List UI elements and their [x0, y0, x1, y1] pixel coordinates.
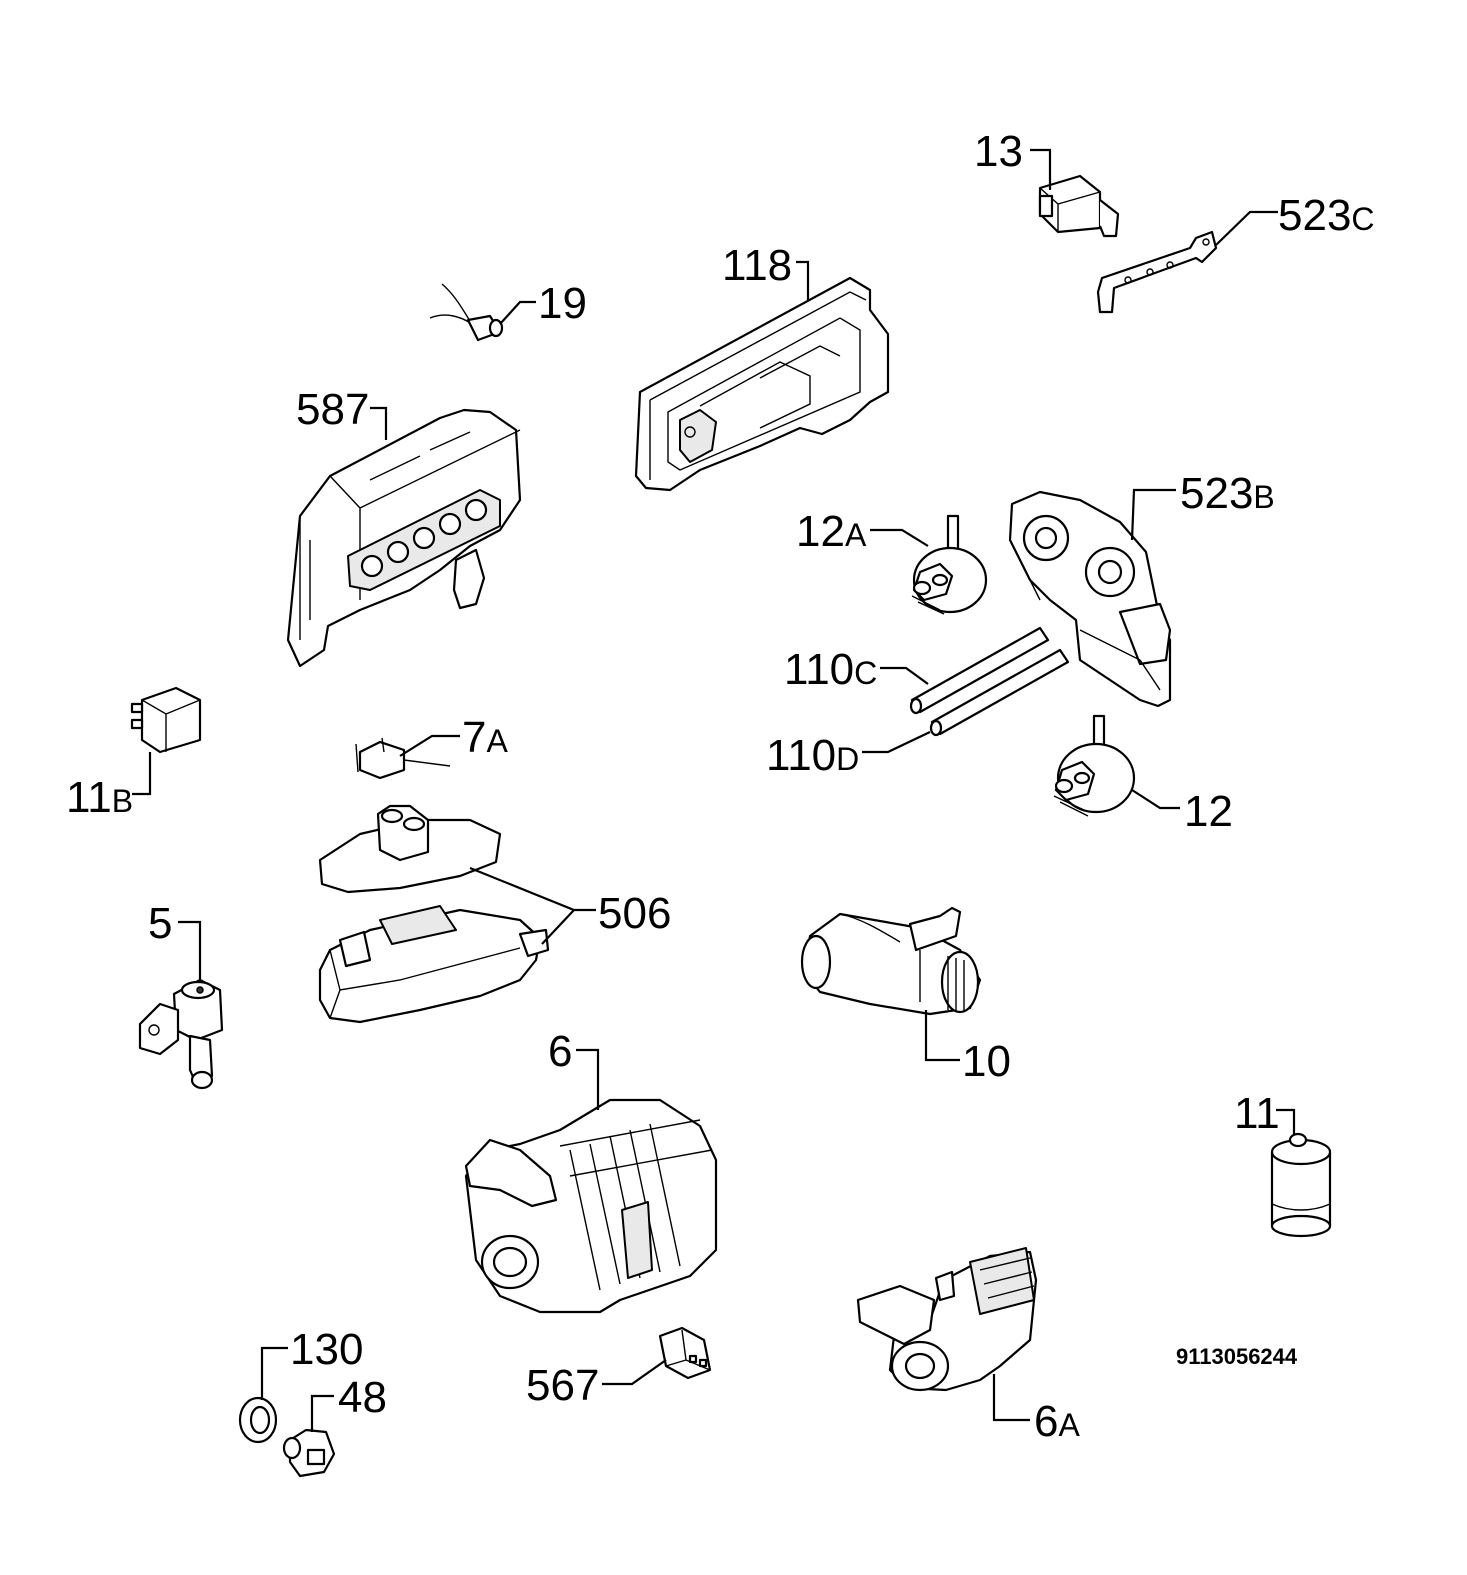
leader-19 — [499, 300, 536, 325]
label-7a: 7A — [462, 713, 508, 762]
leader-110d — [862, 731, 931, 754]
label-11: 11 — [1234, 1089, 1280, 1138]
part-7a-clip — [355, 737, 451, 780]
label-12a: 12A — [796, 507, 867, 556]
leader-6a — [992, 1374, 1030, 1422]
part-523c-bracket — [1096, 230, 1218, 314]
document-number: 9113056244 — [1176, 1344, 1298, 1369]
label-110d: 110D — [766, 731, 860, 780]
leader-5 — [178, 920, 202, 982]
label-130: 130 — [290, 1325, 364, 1374]
part-13-switch — [1038, 174, 1120, 238]
label-523c: 523C — [1278, 191, 1375, 240]
part-5-inlet-valve — [138, 978, 224, 1090]
label-110c: 110C — [784, 645, 878, 694]
part-11-capacitor — [1270, 1132, 1332, 1238]
label-10: 10 — [962, 1037, 1011, 1086]
part-130-seal — [238, 1396, 278, 1444]
label-12: 12 — [1184, 787, 1233, 836]
label-506: 506 — [598, 889, 672, 938]
leader-13 — [1030, 148, 1052, 190]
leader-6 — [576, 1048, 600, 1110]
part-110d-hose — [929, 648, 1070, 737]
leader-12a — [870, 528, 929, 547]
part-6a-drain-pump — [856, 1247, 1038, 1392]
part-523b-bracket — [1008, 490, 1172, 708]
leader-587 — [370, 406, 388, 440]
part-6-circulation-pump — [464, 1098, 718, 1314]
leader-523b — [1130, 488, 1176, 541]
leader-12 — [1131, 789, 1180, 810]
part-118-display-board — [634, 276, 890, 492]
label-5: 5 — [148, 899, 173, 948]
leader-10 — [924, 1010, 960, 1062]
leader-7a — [399, 734, 460, 757]
part-19-sensor — [429, 283, 504, 342]
label-567: 567 — [526, 1361, 600, 1410]
label-19: 19 — [538, 279, 587, 328]
leader-110c — [880, 666, 929, 685]
label-13: 13 — [974, 127, 1023, 176]
part-10-heater — [800, 906, 982, 1016]
leader-48 — [310, 1394, 334, 1432]
leader-523c — [1215, 210, 1278, 246]
label-523b: 523B — [1180, 469, 1275, 518]
label-6: 6 — [548, 1027, 573, 1076]
label-6a: 6A — [1034, 1397, 1080, 1446]
part-11b-relay — [130, 686, 202, 754]
label-11b: 11B — [66, 773, 134, 822]
label-118: 118 — [722, 241, 793, 290]
part-506-base — [318, 905, 550, 1024]
part-567-clip — [658, 1326, 712, 1380]
leader-130 — [260, 1346, 288, 1400]
part-506-lid — [318, 804, 502, 894]
part-48-plug — [282, 1428, 336, 1478]
leader-11b — [132, 752, 152, 796]
leader-11 — [1276, 1108, 1296, 1134]
part-12-pressure-switch — [1053, 714, 1136, 817]
part-587-control-board — [286, 408, 522, 668]
part-12a-pressure-switch — [911, 514, 988, 615]
leader-118 — [796, 260, 810, 300]
label-48: 48 — [338, 1373, 387, 1422]
part-110c-hose — [909, 626, 1050, 715]
leader-567 — [602, 1359, 667, 1386]
leader-506 — [469, 866, 596, 945]
label-587: 587 — [296, 385, 370, 434]
